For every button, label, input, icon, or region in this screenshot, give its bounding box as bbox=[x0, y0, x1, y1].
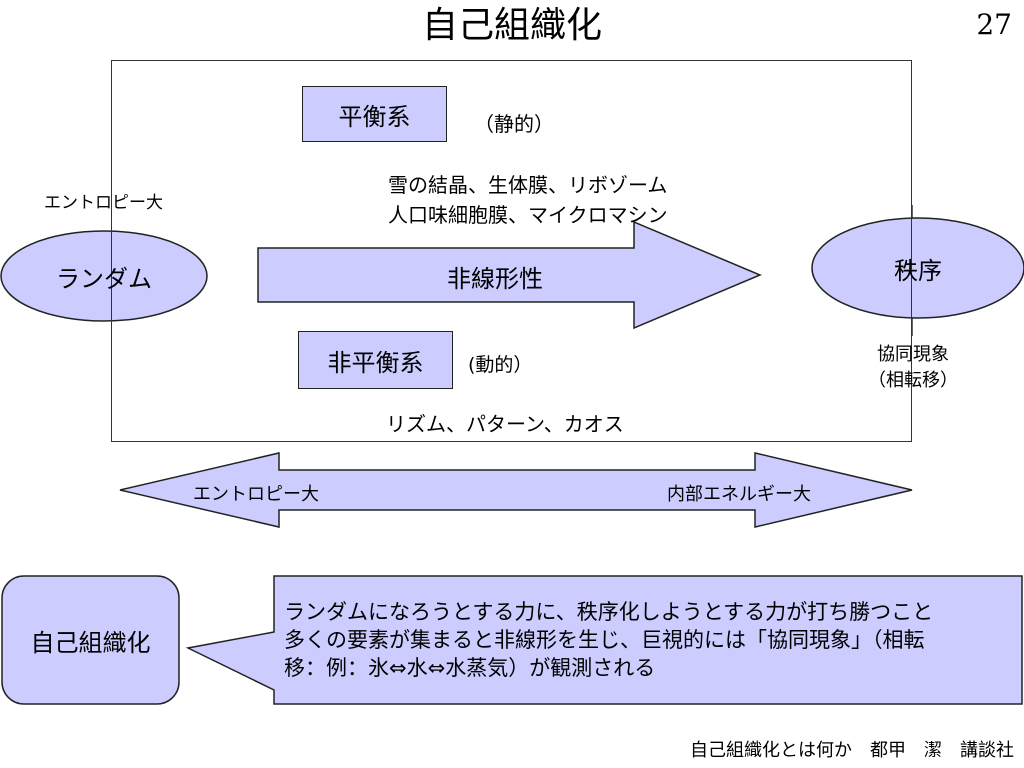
self-organization-label: 自己組織化 bbox=[30, 628, 151, 657]
synergetic-line: （相転移） bbox=[868, 370, 958, 391]
random-label: ランダム bbox=[56, 264, 152, 293]
order-ellipse bbox=[811, 217, 1024, 319]
nonlinear-label: 非線形性 bbox=[447, 264, 543, 293]
synergetic-line: 協同現象 bbox=[877, 344, 949, 365]
self-organization-box-shape bbox=[1, 575, 180, 705]
page-number: 27 bbox=[976, 8, 1012, 41]
random-ellipse bbox=[0, 230, 208, 322]
equilibrium-box: 平衡系 bbox=[302, 86, 447, 142]
callout-text: ランダムになろうとする力に、秩序化しようとする力が打ち勝つこと 多くの要素が集ま… bbox=[284, 598, 1020, 682]
entropy-large-label: エントロピー大 bbox=[44, 193, 163, 213]
callout-shape bbox=[185, 575, 1023, 705]
callout-line: ランダムになろうとする力に、秩序化しようとする力が打ち勝つこと bbox=[284, 600, 934, 624]
double-arrow-left-label: エントロピー大 bbox=[193, 484, 319, 505]
equilibrium-note: （静的） bbox=[474, 112, 554, 136]
nonequilibrium-box: 非平衡系 bbox=[298, 331, 453, 389]
footer-citation: 自己組織化とは何か 都甲 潔 講談社 bbox=[690, 740, 1014, 761]
entropy-energy-double-arrow bbox=[119, 452, 913, 528]
nonlinear-arrow bbox=[257, 220, 762, 330]
page-title: 自己組織化 bbox=[421, 5, 602, 46]
nonequilibrium-note: (動的） bbox=[468, 354, 533, 376]
static-example-line: 人口味細胞膜、マイクロマシン bbox=[388, 203, 668, 227]
synergetic-label: 協同現象 （相転移） bbox=[858, 342, 968, 394]
callout-line: 移：例：氷⇔水⇔水蒸気）が観測される bbox=[284, 656, 656, 680]
diagram-frame bbox=[111, 60, 912, 442]
dynamic-examples: リズム、パターン、カオス bbox=[386, 412, 624, 436]
static-example-line: 雪の結晶、生体膜、リボゾーム bbox=[388, 173, 668, 197]
order-label: 秩序 bbox=[894, 256, 942, 285]
callout-line: 多くの要素が集まると非線形を生じ、巨視的には「協同現象」（相転 bbox=[284, 628, 925, 652]
static-examples: 雪の結晶、生体膜、リボゾーム 人口味細胞膜、マイクロマシン bbox=[388, 170, 668, 230]
double-arrow-right-label: 内部エネルギー大 bbox=[667, 484, 811, 505]
